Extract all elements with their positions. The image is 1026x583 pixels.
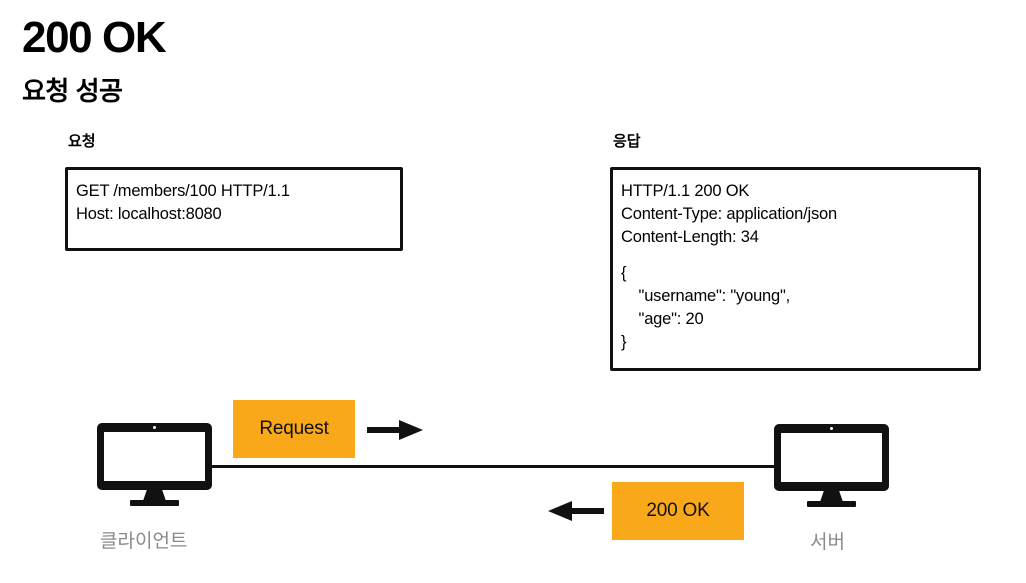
- monitor-screen: [104, 432, 205, 481]
- request-message-box: GET /members/100 HTTP/1.1 Host: localhos…: [65, 167, 403, 251]
- network-connection-line: [150, 465, 850, 468]
- response-message-box: HTTP/1.1 200 OK Content-Type: applicatio…: [610, 167, 981, 371]
- request-line: Host: localhost:8080: [76, 205, 222, 223]
- arrow-left-icon: [548, 501, 604, 521]
- response-section-caption: 응답: [613, 133, 641, 150]
- page-title: 200 OK: [22, 13, 167, 62]
- monitor-stand-neck: [820, 490, 843, 502]
- request-line: GET /members/100 HTTP/1.1: [76, 182, 290, 200]
- request-badge: Request: [233, 400, 355, 458]
- monitor-camera-icon: [830, 427, 833, 430]
- response-line: "username": "young",: [621, 287, 791, 305]
- response-line: Content-Length: 34: [621, 228, 759, 246]
- desktop-monitor-icon: [774, 424, 889, 507]
- response-line: Content-Type: application/json: [621, 205, 837, 223]
- request-section-caption: 요청: [68, 133, 96, 150]
- monitor-camera-icon: [153, 426, 156, 429]
- response-line: "age": 20: [621, 310, 704, 328]
- page-subtitle: 요청 성공: [22, 76, 123, 106]
- response-line: {: [621, 264, 627, 282]
- monitor-stand-base: [807, 501, 856, 507]
- desktop-monitor-icon: [97, 423, 212, 506]
- response-line: }: [621, 333, 627, 351]
- response-line-blank: [621, 249, 978, 262]
- arrow-right-icon: [367, 420, 423, 440]
- monitor-stand-base: [130, 500, 179, 506]
- monitor-stand-neck: [143, 489, 166, 501]
- response-badge: 200 OK: [612, 482, 744, 540]
- client-label: 클라이언트: [100, 531, 188, 552]
- monitor-screen: [781, 433, 882, 482]
- response-line: HTTP/1.1 200 OK: [621, 182, 750, 200]
- server-label: 서버: [810, 532, 845, 553]
